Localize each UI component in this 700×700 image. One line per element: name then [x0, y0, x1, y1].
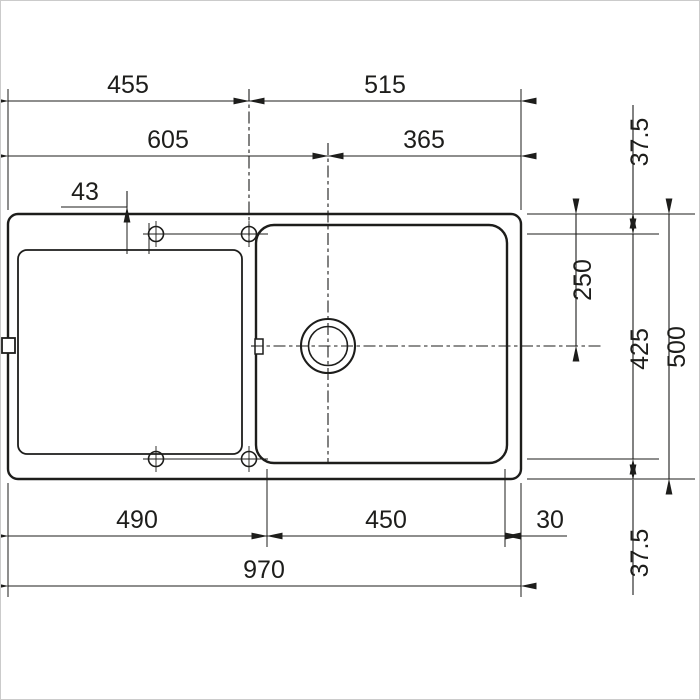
dim-label-500: 500 [663, 326, 691, 368]
dimension-515: 515 [233, 71, 537, 105]
dim-label-490: 490 [116, 506, 158, 534]
dimension-43: 43 [61, 178, 150, 254]
overflow-slot-left-edge [1, 337, 16, 354]
dimension-365: 365 [312, 126, 537, 160]
dimension-250: 250 [569, 198, 597, 362]
dim-label-30: 30 [536, 506, 564, 534]
dimension-970: 970 [1, 556, 537, 590]
dimension-605: 605 [1, 126, 344, 160]
dimension-425: 425 [626, 218, 654, 475]
dim-label-250: 250 [569, 259, 597, 301]
dimension-37-5-bottom: 37.5 [626, 464, 654, 595]
drainboard [17, 249, 243, 455]
dim-label-43: 43 [71, 178, 99, 206]
sink-bowl [254, 223, 509, 465]
dimension-500: 500 [663, 198, 691, 495]
dim-label-455: 455 [107, 71, 149, 99]
dimension-490: 490 [1, 506, 283, 540]
dim-label-605: 605 [147, 126, 189, 154]
dimension-455: 455 [1, 71, 265, 105]
dim-label-515: 515 [364, 71, 406, 99]
dim-label-37-5-bottom: 37.5 [626, 529, 654, 578]
dim-label-365: 365 [403, 126, 445, 154]
dimension-37-5-top: 37.5 [626, 105, 654, 229]
sink-outline [1, 212, 523, 481]
dim-label-970: 970 [243, 556, 285, 584]
dimension-30: 30 [505, 506, 567, 540]
dim-label-450: 450 [365, 506, 407, 534]
centerlines [248, 89, 601, 464]
dim-label-37-5-top: 37.5 [626, 118, 654, 167]
dim-label-425: 425 [626, 328, 654, 370]
dimension-450: 450 [251, 506, 521, 540]
